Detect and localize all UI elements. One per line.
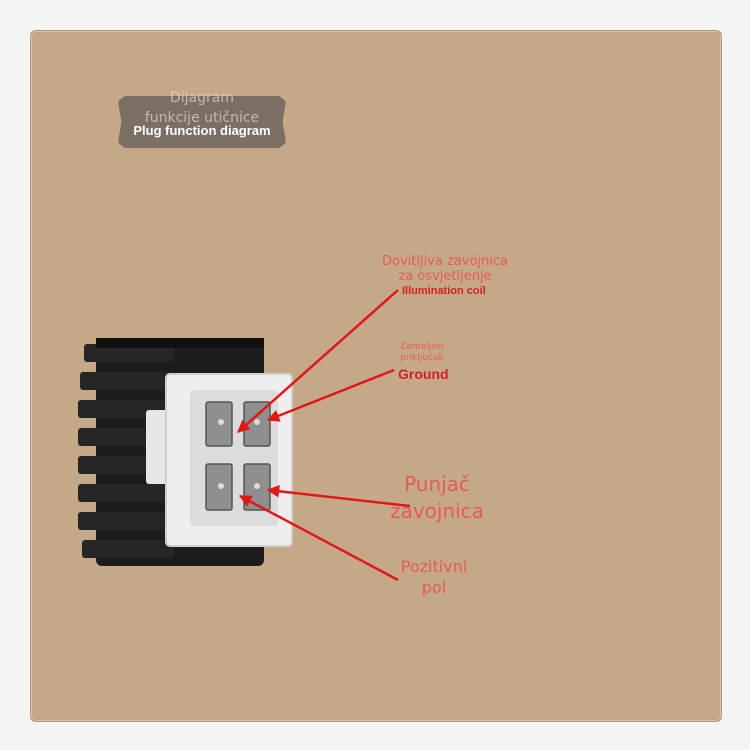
illumination-label-hr-line1: Dovitljiva zavojnica — [381, 254, 508, 269]
positive-pole-label-line1: Pozitivni — [400, 557, 468, 576]
illumination-label-en: Illumination coil — [402, 285, 486, 297]
ground-label-hr-line1: Zemaljski — [400, 342, 444, 352]
badge-title-hr-line1: Dijagram — [170, 90, 234, 106]
charge-coil-label-line2: zavojnica — [390, 499, 484, 523]
badge-title-en: Plug function diagram — [133, 123, 271, 138]
badge-title-hr-line2: funkcije utičnice — [144, 110, 260, 126]
title-badge — [118, 96, 286, 148]
ground-label-hr-line2: priključak — [400, 353, 444, 363]
ground-label-en: Ground — [398, 366, 449, 382]
arrow-icon — [237, 289, 411, 582]
positive-pole-label-line2: pol — [421, 578, 447, 597]
charge-coil-label-line1: Punjač — [404, 472, 470, 496]
connector-icon — [146, 373, 293, 547]
illumination-label-hr-line2: za osvjetljenje — [398, 269, 492, 284]
